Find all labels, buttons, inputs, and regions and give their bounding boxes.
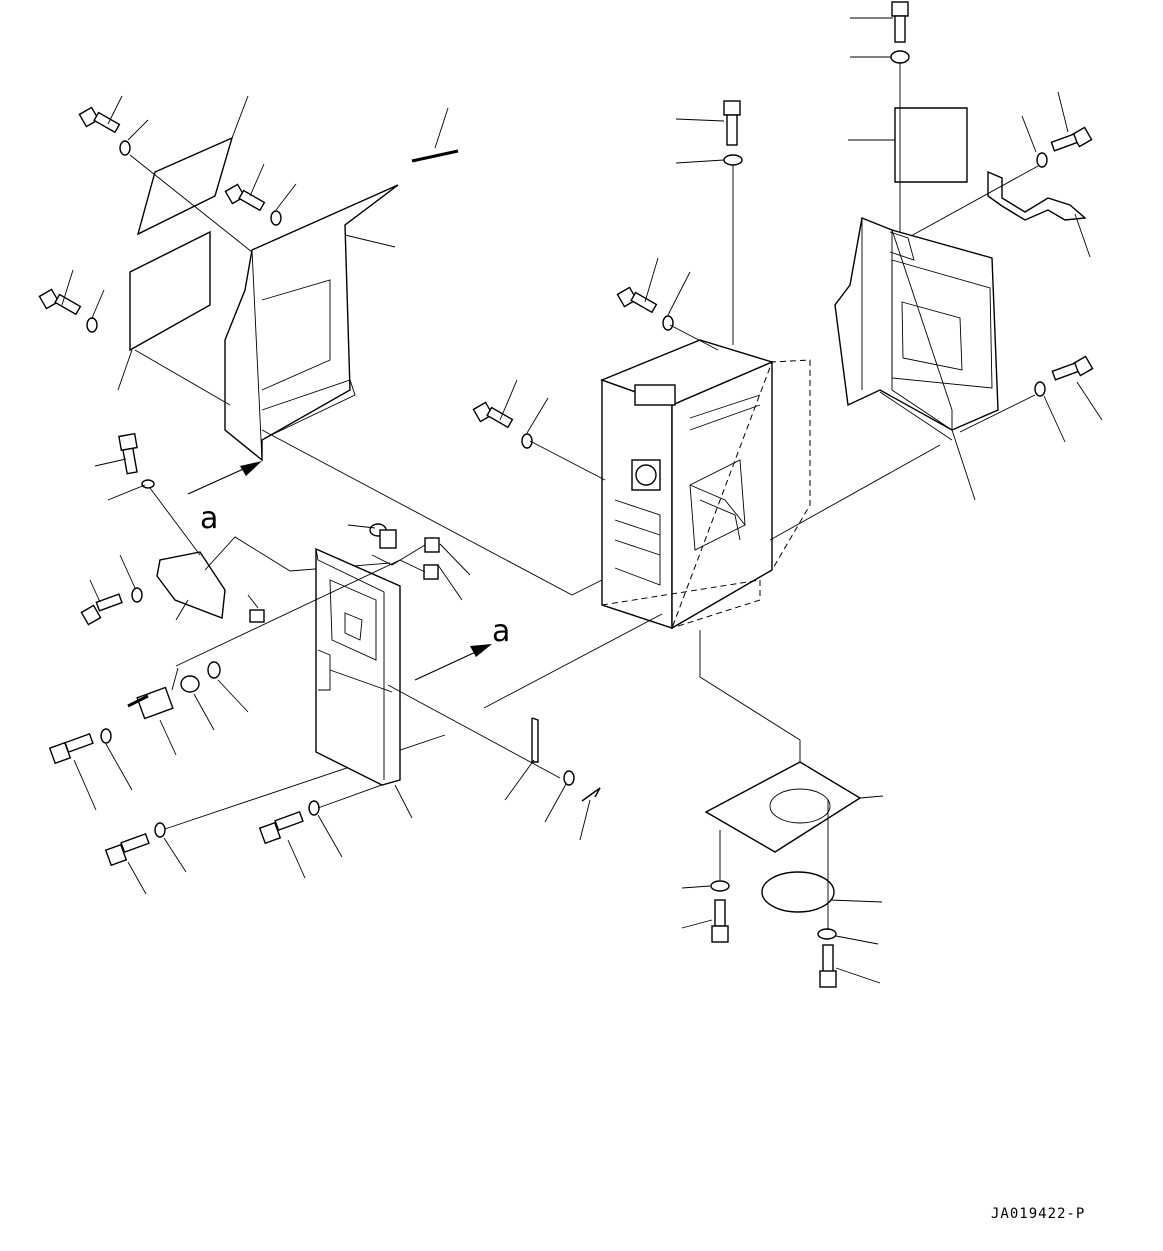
frame-front-face — [601, 379, 673, 629]
bolt-2 — [224, 183, 266, 212]
cover-plate-left — [129, 230, 211, 352]
small-cover-plate-right — [894, 107, 968, 183]
bolt-13 — [1051, 355, 1094, 381]
bolt-12 — [1050, 126, 1093, 152]
drawing-reference-code: JA019422-P — [991, 1206, 1085, 1222]
mounting-bracket-right — [987, 170, 1087, 221]
bottom-plate-assembly — [681, 761, 884, 988]
small-block — [249, 609, 265, 623]
bolt-4 — [80, 593, 123, 626]
knob-1 — [127, 686, 174, 720]
nut-1 — [424, 537, 440, 553]
washer-4 — [141, 479, 155, 489]
washer-15 — [1036, 152, 1048, 168]
washer-18 — [710, 880, 730, 892]
bolt-7 — [258, 810, 304, 845]
bolt-5 — [48, 732, 94, 765]
view-label-a-1: a — [200, 501, 218, 536]
washer-16 — [1034, 381, 1046, 397]
bolt-14 — [819, 944, 837, 988]
washer-2 — [270, 210, 282, 226]
view-arrow-a-upper: a — [187, 461, 262, 536]
view-label-a-2: a — [492, 614, 510, 649]
bracket-plate — [156, 551, 226, 619]
center-frame-assembly — [472, 100, 811, 770]
bolt-vertical-1 — [118, 432, 138, 475]
door-handle-recess — [344, 612, 363, 641]
washer-8 — [154, 822, 166, 838]
bolt-8 — [616, 286, 658, 314]
washer-12 — [521, 433, 533, 449]
cap-1 — [180, 675, 200, 693]
washer-11 — [662, 315, 674, 331]
lower-left-fasteners — [48, 661, 446, 895]
upper-left-cover-assembly — [38, 95, 573, 596]
washer-3 — [86, 317, 98, 333]
bolt-15 — [711, 899, 729, 943]
washer-10 — [563, 770, 575, 786]
round-gasket — [761, 871, 835, 913]
pin-rod — [411, 149, 459, 163]
knob-2 — [369, 523, 397, 549]
pin — [531, 717, 539, 763]
bottom-mounting-plate — [704, 761, 862, 853]
washer-6 — [207, 661, 221, 679]
nut-2 — [423, 564, 439, 580]
left-bracket-assembly — [80, 432, 391, 626]
bolt-6 — [104, 832, 150, 867]
washer-1 — [119, 140, 131, 156]
bolt-3 — [38, 288, 82, 316]
side-cover-panel — [224, 184, 399, 462]
washer-13 — [723, 154, 743, 166]
bolt-11 — [891, 1, 909, 43]
washer-14 — [890, 50, 910, 64]
right-box-cover — [834, 217, 999, 431]
front-panel — [175, 523, 561, 819]
front-door-panel — [315, 547, 401, 786]
view-arrow-a-lower: a — [414, 614, 510, 681]
pin-and-clip — [504, 717, 601, 841]
bolt-1 — [78, 106, 121, 134]
washer-5 — [131, 587, 143, 603]
washer-7 — [100, 728, 112, 744]
bolt-10 — [723, 100, 741, 146]
clip — [581, 787, 601, 802]
washer-17 — [817, 928, 837, 940]
washer-9 — [308, 800, 320, 816]
bolt-9 — [472, 401, 514, 429]
small-cover-plate-top — [136, 136, 234, 236]
upper-right-cover-assembly — [769, 1, 1103, 541]
plate-hole — [769, 788, 831, 824]
